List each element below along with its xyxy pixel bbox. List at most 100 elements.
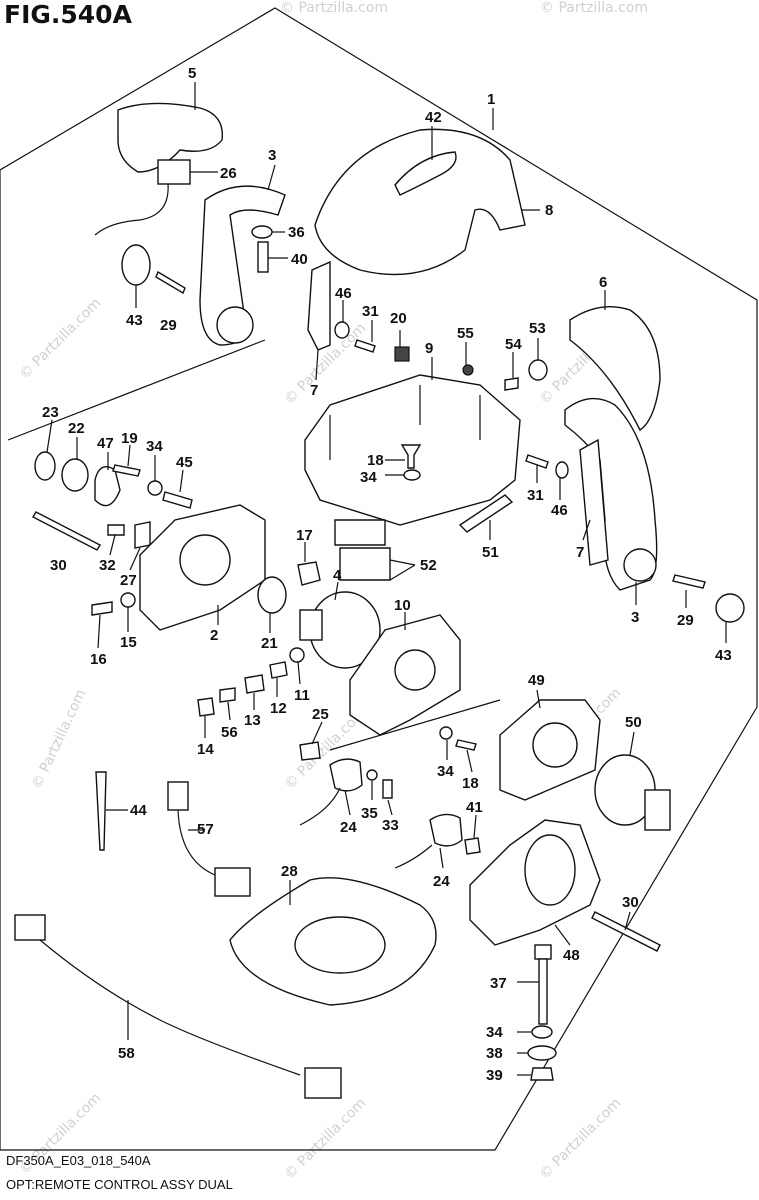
callout-18: 18: [462, 775, 479, 792]
callout-53: 53: [529, 320, 546, 337]
callout-43: 43: [715, 647, 732, 664]
top-cover: [314, 128, 526, 276]
housing-bore: [179, 534, 231, 586]
nut: [297, 561, 321, 586]
figure-description: OPT:REMOTE CONTROL ASSY DUAL: [6, 1177, 233, 1192]
washer: [527, 1045, 557, 1061]
harness-wire: [39, 939, 301, 1076]
callout-34: 34: [360, 469, 377, 486]
callout-50: 50: [625, 714, 642, 731]
long-bolt: [591, 911, 661, 952]
snap-ring: [34, 451, 56, 481]
connector: [157, 159, 191, 185]
screw: [400, 444, 422, 469]
callout-35: 35: [361, 805, 378, 822]
figure-code: DF350A_E03_018_540A: [6, 1153, 151, 1168]
callout-46: 46: [335, 285, 352, 302]
callout-6: 6: [599, 274, 607, 291]
gasket-hole: [294, 916, 386, 974]
cover-window: [394, 151, 457, 196]
callout-labels: 1 2 3 3 4 5 6 7 7 8 9 10 11 12 13 14 15 …: [42, 65, 732, 1084]
clip: [269, 661, 288, 679]
callout-22: 22: [68, 420, 85, 437]
callout-31: 31: [362, 303, 379, 320]
bolt-shank: [538, 958, 548, 1025]
plate: [94, 466, 121, 507]
bracket: [579, 438, 609, 566]
long-bolt: [32, 511, 101, 551]
washer: [61, 458, 89, 492]
watermark: © Partzilla.com: [280, 0, 388, 16]
washer: [147, 480, 163, 496]
callout-19: 19: [121, 430, 138, 447]
watermark: © Partzilla.com: [17, 295, 105, 383]
callout-1: 1: [487, 91, 495, 108]
screw: [455, 739, 477, 751]
callout-45: 45: [176, 454, 193, 471]
washer: [251, 225, 273, 239]
callout-41: 41: [466, 799, 483, 816]
washer: [334, 321, 350, 339]
callout-16: 16: [90, 651, 107, 668]
screw: [525, 454, 549, 469]
callout-39: 39: [486, 1067, 503, 1084]
handle-grip: [569, 305, 661, 432]
callout-8: 8: [545, 202, 553, 219]
callout-51: 51: [482, 544, 499, 561]
callout-31: 31: [527, 487, 544, 504]
callout-7: 7: [310, 382, 318, 399]
sensor: [329, 758, 363, 792]
lever-hub: [216, 306, 254, 344]
connector: [167, 781, 189, 811]
callout-21: 21: [261, 635, 278, 652]
callout-57: 57: [197, 821, 214, 838]
callout-10: 10: [394, 597, 411, 614]
callout-15: 15: [120, 634, 137, 651]
callout-48: 48: [563, 947, 580, 964]
washer: [366, 769, 378, 781]
strip: [458, 494, 514, 533]
spring: [244, 674, 265, 694]
sensor-cable: [299, 787, 341, 826]
watermark: © Partzilla.com: [540, 0, 648, 16]
callout-20: 20: [390, 310, 407, 327]
callout-17: 17: [296, 527, 313, 544]
callout-18: 18: [367, 452, 384, 469]
screw: [382, 779, 393, 799]
divider-line: [329, 699, 501, 751]
callout-46: 46: [551, 502, 568, 519]
clip: [134, 521, 151, 549]
screw: [107, 524, 125, 536]
callout-40: 40: [291, 251, 308, 268]
clip: [197, 697, 215, 717]
callout-13: 13: [244, 712, 261, 729]
watermark: © Partzilla.com: [282, 1095, 370, 1183]
bolt: [257, 241, 269, 273]
washer: [439, 726, 453, 740]
callout-38: 38: [486, 1045, 503, 1062]
bolt-head: [534, 944, 552, 960]
callout-28: 28: [281, 863, 298, 880]
nut: [528, 359, 548, 381]
cap: [121, 244, 151, 286]
watermark: © Partzilla.com: [537, 1095, 625, 1183]
callout-55: 55: [457, 325, 474, 342]
leader-lines: [46, 82, 727, 1076]
gear-shaft: [299, 609, 323, 641]
callout-3: 3: [631, 609, 639, 626]
clip: [464, 837, 481, 855]
callout-29: 29: [160, 317, 177, 334]
ball: [289, 647, 305, 663]
callout-42: 42: [425, 109, 442, 126]
callout-9: 9: [425, 340, 433, 357]
spring: [162, 491, 193, 509]
screw: [91, 601, 113, 616]
callout-56: 56: [221, 724, 238, 741]
washer: [120, 592, 136, 608]
screw: [155, 270, 186, 295]
callout-34: 34: [437, 763, 454, 780]
callout-29: 29: [677, 612, 694, 629]
screw: [672, 574, 706, 589]
callout-5: 5: [188, 65, 196, 82]
